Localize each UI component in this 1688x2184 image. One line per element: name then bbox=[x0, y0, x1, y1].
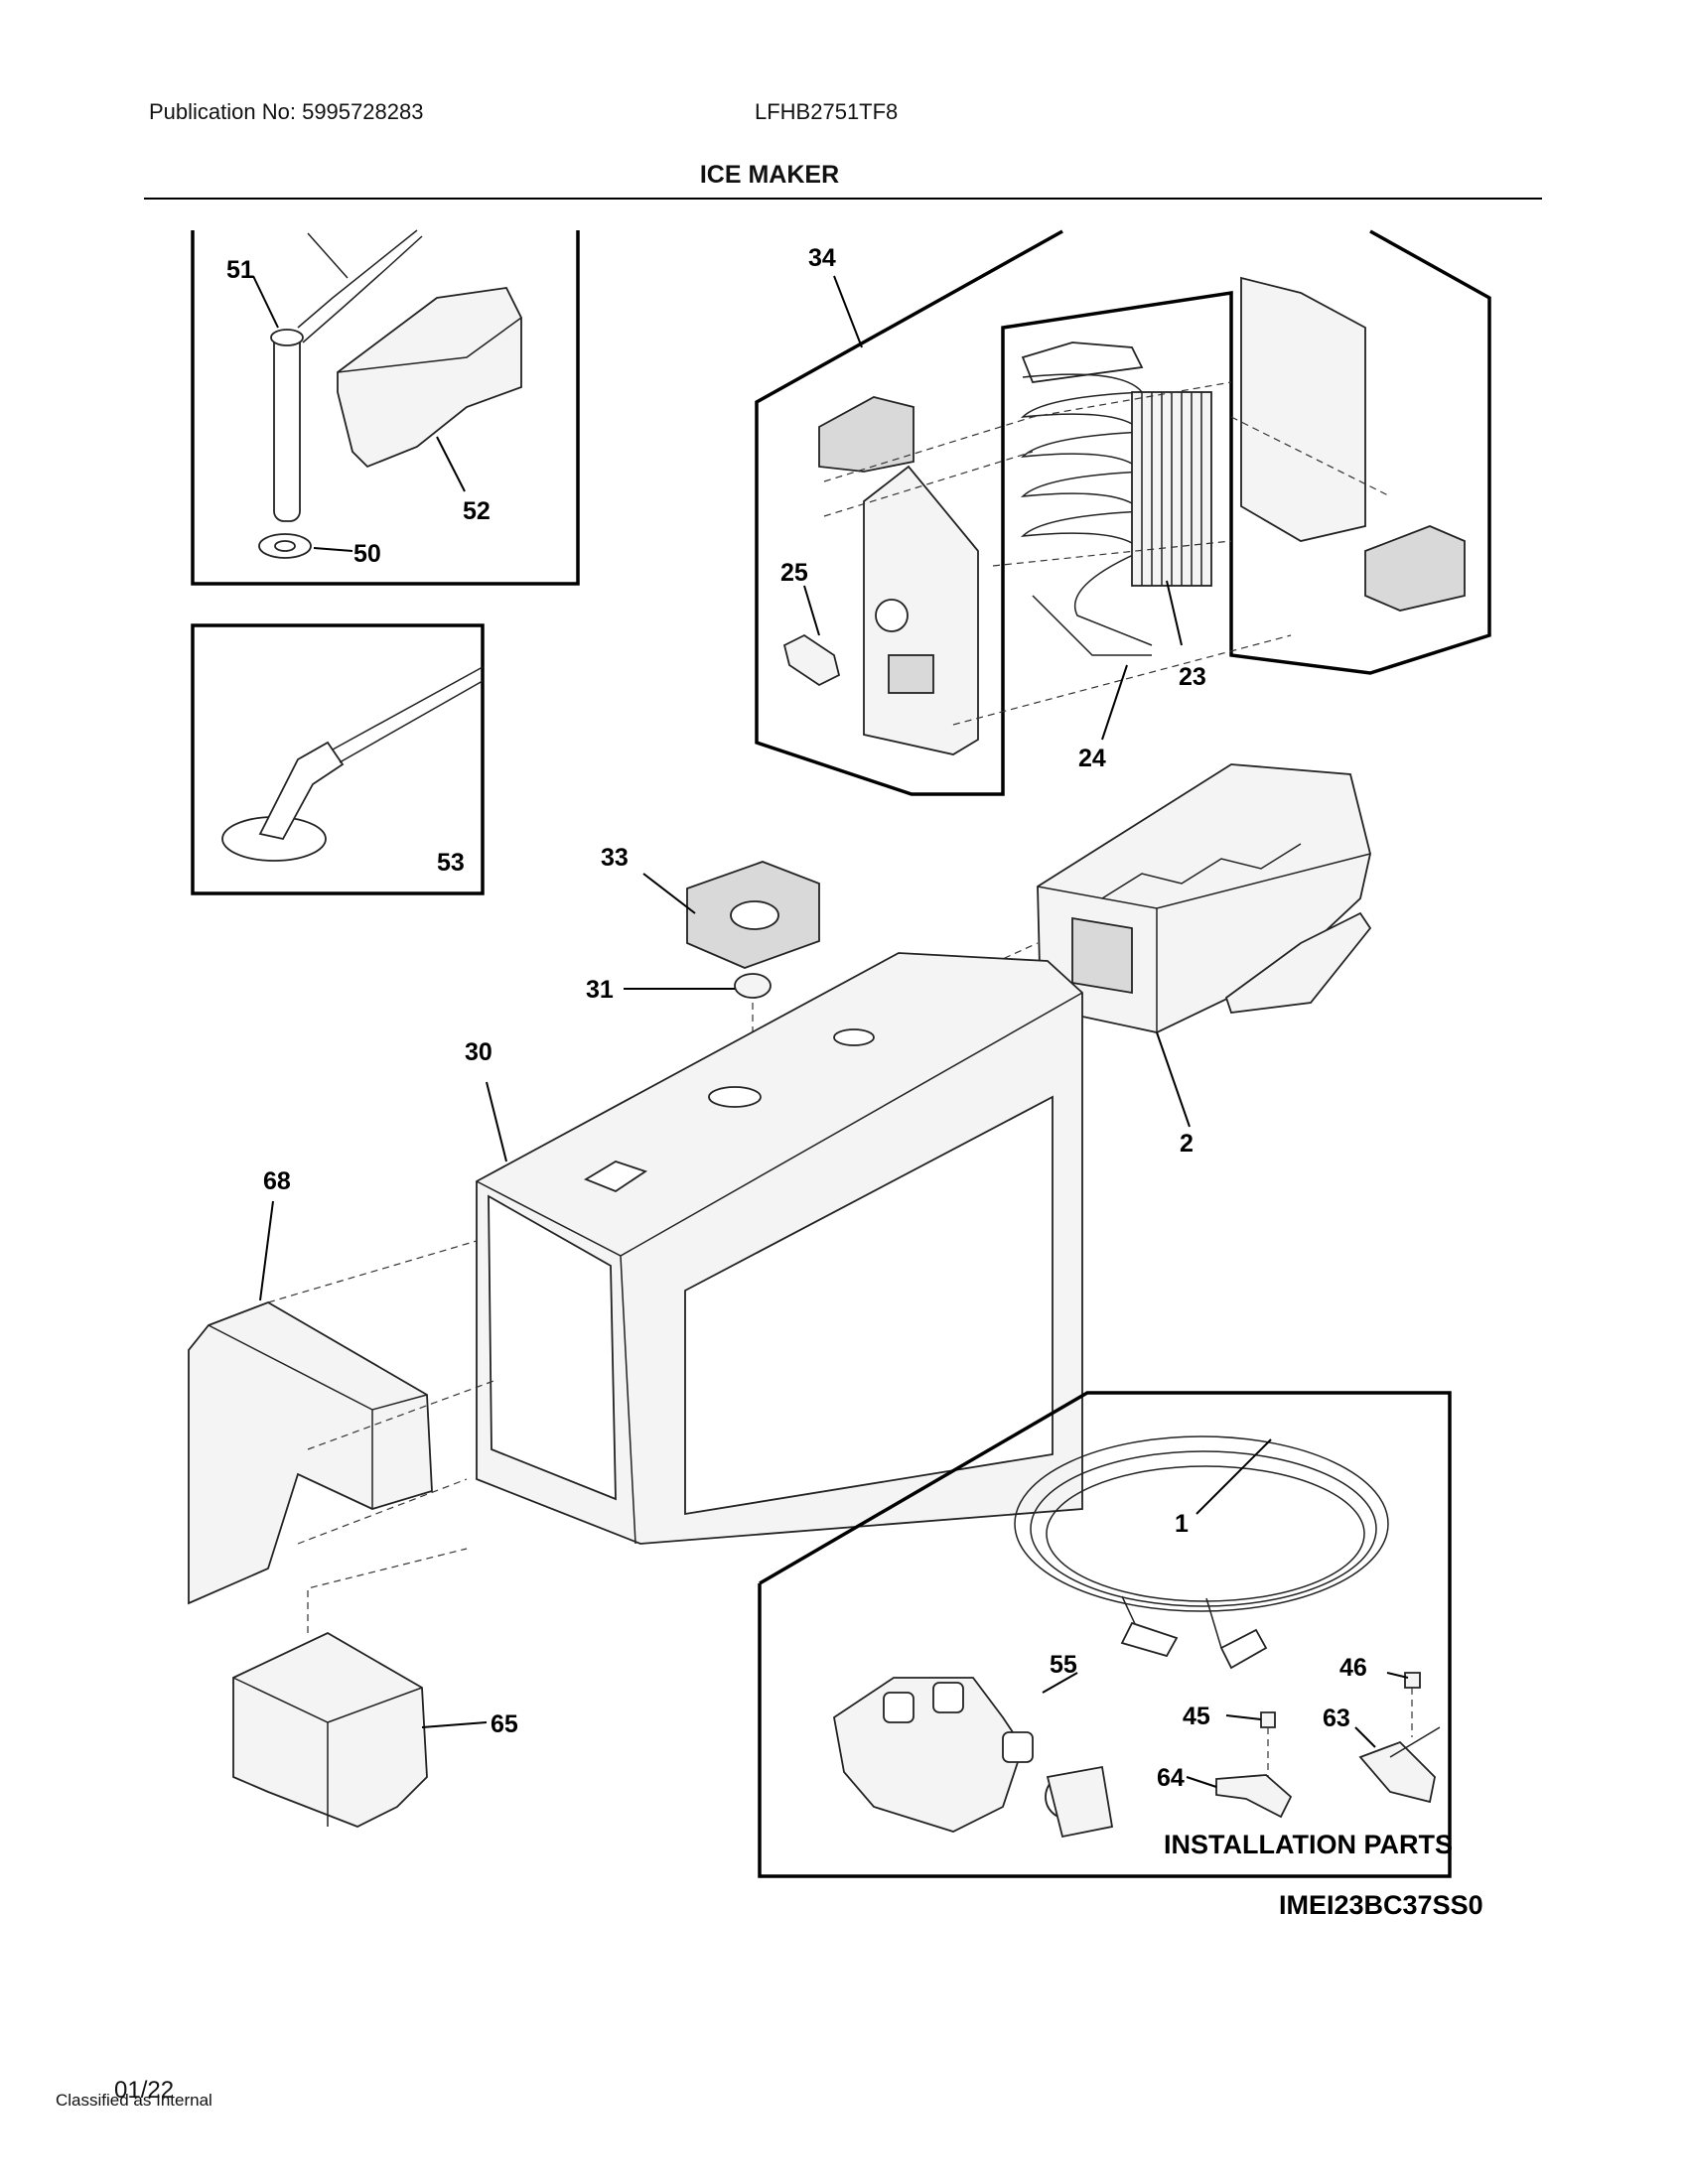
callout-52: 52 bbox=[463, 497, 491, 525]
callout-63: 63 bbox=[1323, 1705, 1350, 1732]
publication-number: Publication No: 5995728283 bbox=[149, 99, 424, 124]
end-cover-part bbox=[188, 1301, 433, 1605]
classification-label: Classified as Internal bbox=[56, 2091, 212, 2110]
callout-23: 23 bbox=[1179, 663, 1206, 691]
fill-cup-cover-part bbox=[337, 287, 522, 469]
diagram-code: IMEI23BC37SS0 bbox=[1279, 1890, 1483, 1920]
thermistor-clip-part bbox=[782, 633, 841, 687]
evaporator-assembly-group: 34 25 23 24 bbox=[755, 229, 1491, 796]
elbow-part bbox=[258, 741, 345, 841]
ice-maker-part bbox=[1037, 763, 1371, 1033]
callout-51: 51 bbox=[226, 256, 254, 284]
ejector-arm-part bbox=[1224, 911, 1372, 1014]
ice-chute-part bbox=[232, 1631, 428, 1828]
screw-46-part bbox=[1404, 1672, 1421, 1689]
callout-25: 25 bbox=[780, 559, 808, 587]
ice-bucket-group: 30 bbox=[465, 952, 1083, 1545]
installation-parts-frame bbox=[758, 1391, 1452, 1878]
revision-date: 01/22 bbox=[114, 2077, 175, 2104]
callout-1: 1 bbox=[1175, 1510, 1189, 1538]
callout-45: 45 bbox=[1183, 1703, 1210, 1730]
inset-water-line-group: 53 bbox=[191, 623, 485, 895]
model-number: LFHB2751TF8 bbox=[755, 99, 899, 124]
callout-65: 65 bbox=[491, 1710, 518, 1738]
callout-53: 53 bbox=[437, 849, 465, 877]
callout-68: 68 bbox=[263, 1167, 291, 1195]
water-valve-part bbox=[833, 1677, 1024, 1833]
installation-parts-label: INSTALLATION PARTS bbox=[1164, 1830, 1453, 1859]
assembly-frame-34 bbox=[755, 229, 1491, 796]
callout-34: 34 bbox=[808, 244, 836, 272]
foam-block-part bbox=[818, 396, 914, 473]
bucket-front-window bbox=[684, 1095, 1054, 1516]
clamp-63-part bbox=[1358, 1740, 1436, 1804]
inset-frame-water-line bbox=[191, 623, 485, 895]
callout-24: 24 bbox=[1078, 745, 1106, 772]
callout-64: 64 bbox=[1157, 1764, 1185, 1792]
callout-55: 55 bbox=[1050, 1651, 1077, 1679]
gasket-group: 33 31 bbox=[586, 844, 820, 1072]
inset-frame-fill-tube bbox=[191, 230, 580, 586]
grommet-fill-part bbox=[734, 973, 772, 999]
installation-parts-group: 1 55 46 45 64 63 INSTALLATION PARTS bbox=[758, 1391, 1453, 1878]
fill-tube-part bbox=[273, 332, 301, 522]
callout-46: 46 bbox=[1339, 1654, 1367, 1682]
chute-group: 65 bbox=[232, 1548, 518, 1828]
callout-31: 31 bbox=[586, 976, 614, 1004]
inset-fill-tube-group: 51 52 50 bbox=[191, 229, 580, 586]
callout-33: 33 bbox=[601, 844, 629, 872]
ice-maker-group: 2 bbox=[873, 763, 1372, 1158]
screw-45-part bbox=[1260, 1711, 1276, 1728]
water-tubing-part bbox=[1014, 1435, 1389, 1612]
callout-2: 2 bbox=[1180, 1130, 1194, 1158]
callout-50: 50 bbox=[353, 540, 381, 568]
end-cover-group: 68 bbox=[188, 1167, 497, 1605]
callout-30: 30 bbox=[465, 1038, 492, 1066]
air-duct-part bbox=[1240, 276, 1366, 542]
foam-block-right-part bbox=[1364, 525, 1466, 612]
clamp-64-part bbox=[1215, 1774, 1293, 1819]
header-divider bbox=[144, 198, 1542, 200]
page-title: ICE MAKER bbox=[699, 161, 840, 189]
